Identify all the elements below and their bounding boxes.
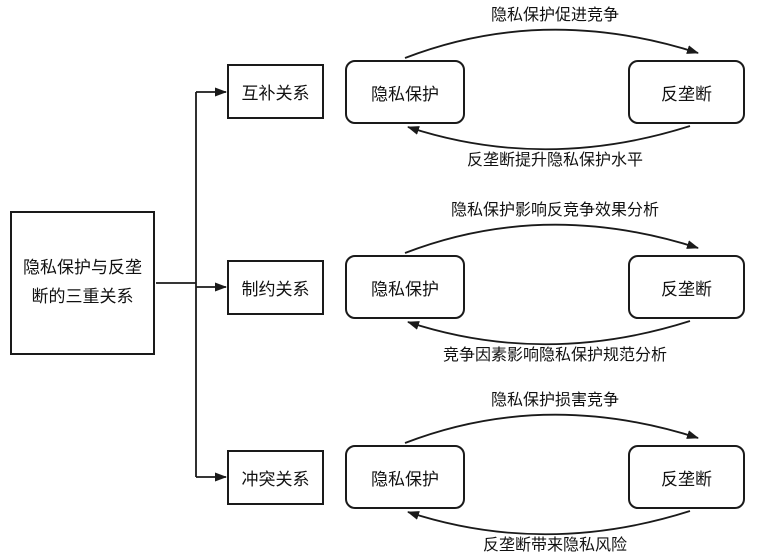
arc-forward-group1 bbox=[404, 28, 699, 59]
privacy-node-group3: 隐私保护 bbox=[345, 445, 465, 509]
antitrust-node-group2: 反垄断 bbox=[628, 255, 745, 319]
relation-label: 互补关系 bbox=[241, 84, 310, 103]
antitrust-node-group3: 反垄断 bbox=[628, 445, 745, 509]
arc-backward-group3 bbox=[407, 510, 691, 536]
relation-box-complementary: 互补关系 bbox=[227, 64, 324, 119]
arc-backward-group2 bbox=[407, 320, 691, 346]
privacy-node-group2: 隐私保护 bbox=[345, 255, 465, 319]
root-node-label: 隐私保护与反垄断的三重关系 bbox=[23, 258, 142, 306]
privacy-node-group1: 隐私保护 bbox=[345, 60, 465, 124]
relation-box-constraint: 制约关系 bbox=[227, 260, 324, 315]
privacy-node-label: 隐私保护 bbox=[371, 469, 439, 489]
relation-label: 制约关系 bbox=[241, 280, 310, 299]
root-node: 隐私保护与反垄断的三重关系 bbox=[10, 211, 155, 355]
forward-arrow-label-group2: 隐私保护影响反竞争效果分析 bbox=[450, 202, 659, 219]
arc-backward-group1 bbox=[407, 125, 691, 151]
forward-arrow-label-group1: 隐私保护促进竞争 bbox=[490, 7, 619, 24]
backward-arrow-label-group3: 反垄断带来隐私风险 bbox=[482, 537, 627, 554]
forward-arrow-label-group3: 隐私保护损害竞争 bbox=[490, 392, 619, 409]
arc-forward-group3 bbox=[404, 413, 699, 444]
privacy-node-label: 隐私保护 bbox=[371, 84, 439, 104]
root-trunk-line bbox=[156, 92, 197, 477]
antitrust-node-label: 反垄断 bbox=[661, 279, 712, 299]
backward-arrow-label-group2: 竞争因素影响隐私保护规范分析 bbox=[442, 347, 667, 364]
relation-label: 冲突关系 bbox=[241, 470, 310, 489]
antitrust-node-group1: 反垄断 bbox=[628, 60, 745, 124]
backward-arrow-label-group1: 反垄断提升隐私保护水平 bbox=[466, 152, 643, 169]
antitrust-node-label: 反垄断 bbox=[661, 84, 712, 104]
arc-forward-group2 bbox=[404, 223, 699, 254]
relation-box-conflict: 冲突关系 bbox=[227, 450, 324, 505]
privacy-node-label: 隐私保护 bbox=[371, 279, 439, 299]
antitrust-node-label: 反垄断 bbox=[661, 469, 712, 489]
